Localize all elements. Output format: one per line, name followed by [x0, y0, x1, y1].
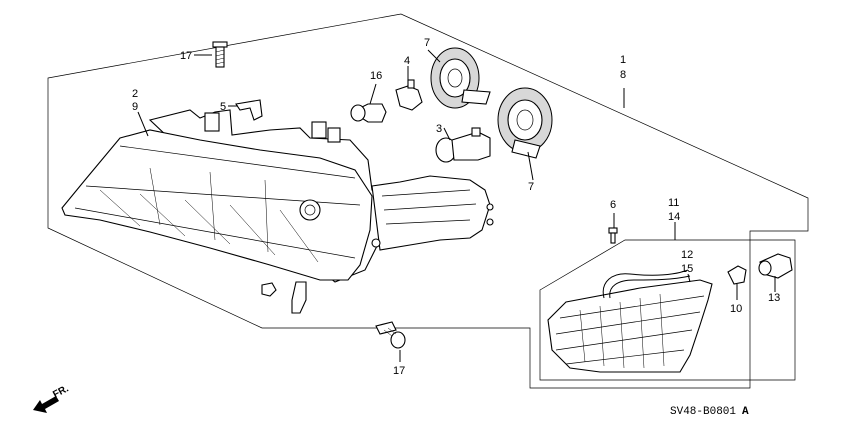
bulb-small	[350, 103, 387, 123]
bulb-cover-lower	[497, 87, 553, 159]
headlight-assembly-boundary	[47, 13, 809, 389]
diagram-code-suffix: A	[742, 406, 749, 418]
callout-13: 13	[768, 292, 780, 304]
callout-16: 16	[370, 70, 382, 82]
callout-11: 11	[668, 197, 679, 209]
front-direction-label: FR.	[51, 383, 71, 400]
screw-bottom	[375, 321, 406, 349]
side-marker-lamp	[547, 269, 713, 373]
callout-17-bottom: 17	[393, 365, 405, 377]
marker-socket	[758, 253, 793, 279]
callout-1: 1	[620, 54, 626, 66]
headlight-housing	[61, 109, 494, 314]
callout-5: 5	[220, 101, 226, 113]
front-arrow-icon	[33, 396, 59, 413]
callout-9: 9	[132, 101, 138, 113]
callout-14: 14	[668, 211, 680, 223]
callout-7-lower: 7	[528, 181, 534, 193]
callout-12: 12	[681, 249, 693, 261]
callout-4: 4	[404, 55, 410, 67]
leader-lines	[137, 49, 776, 362]
diagram-code: SV48-B0801	[670, 406, 736, 418]
screw-small	[608, 227, 618, 244]
callout-6: 6	[610, 199, 616, 211]
callout-10: 10	[730, 303, 742, 315]
front-direction-indicator: FR.	[33, 383, 71, 413]
bulb-cover-upper	[430, 47, 491, 109]
callout-labels: 17 2 9 5 16 4 7 3 7 1 8 6 11 14 12 15 10…	[132, 37, 780, 377]
callout-15: 15	[681, 263, 693, 275]
side-marker-assembly-boundary	[539, 239, 796, 381]
callout-8: 8	[620, 69, 626, 81]
callout-3: 3	[436, 123, 442, 135]
callout-2: 2	[132, 88, 138, 100]
callout-7-upper: 7	[424, 37, 430, 49]
clip	[235, 99, 263, 121]
screw-top	[212, 41, 228, 68]
bulb-large	[435, 127, 491, 163]
callout-17-top: 17	[180, 50, 192, 62]
marker-bulb	[727, 265, 747, 285]
socket	[395, 79, 423, 111]
